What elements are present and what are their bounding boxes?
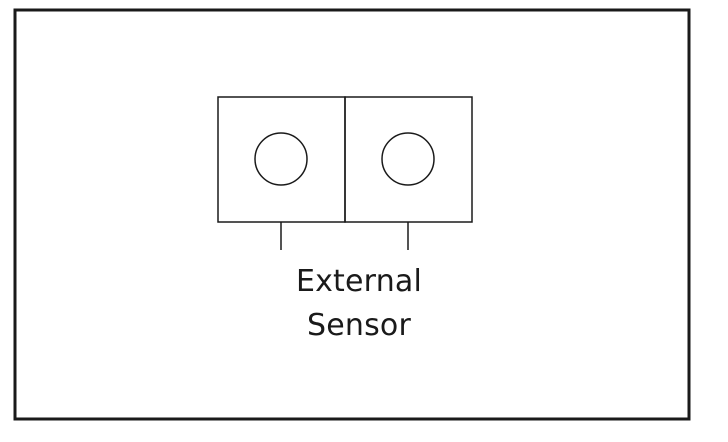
external-sensor-label-line1: External — [295, 264, 423, 299]
external-sensor-label-line2: Sensor — [306, 308, 412, 343]
sensor-port-left — [254, 132, 308, 186]
sensor-box-left — [217, 96, 346, 223]
outer-frame — [13, 8, 691, 421]
sensor-port-right — [381, 132, 435, 186]
sensor-box-right — [344, 96, 473, 223]
